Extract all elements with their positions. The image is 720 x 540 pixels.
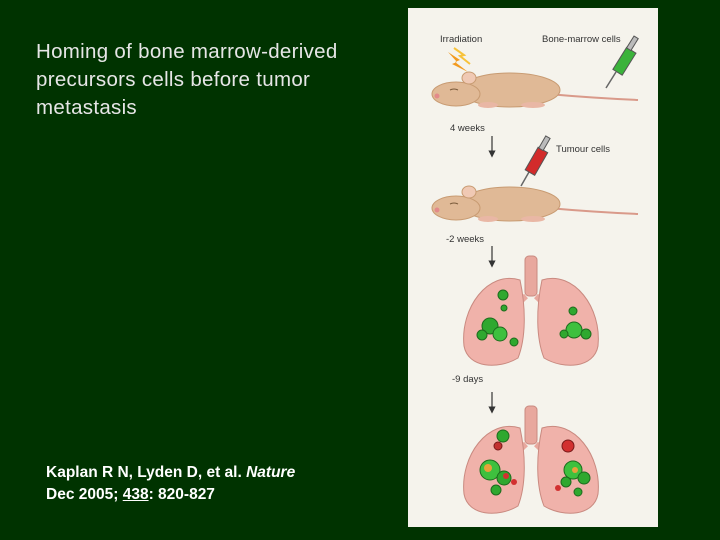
- mouse-1: [431, 71, 639, 108]
- citation-date: Dec 2005;: [46, 486, 123, 503]
- label-bone-marrow-cells: Bone-marrow cells: [542, 34, 621, 45]
- citation-authors: Kaplan R N, Lyden D, et al.: [46, 464, 247, 481]
- citation-journal: Nature: [246, 464, 296, 481]
- label-irradiation: Irradiation: [440, 34, 482, 45]
- citation: Kaplan R N, Lyden D, et al. Nature Dec 2…: [46, 462, 295, 506]
- label-minus-2-weeks: -2 weeks: [446, 234, 484, 245]
- citation-volume: 438: [122, 486, 149, 503]
- mouse-2: [431, 185, 639, 222]
- label-4-weeks: 4 weeks: [450, 123, 485, 134]
- label-minus-9-days: -9 days: [452, 374, 483, 385]
- label-tumour-cells: Tumour cells: [556, 144, 610, 155]
- lungs-premetastatic: [463, 255, 599, 366]
- syringe-red-icon: [520, 135, 551, 187]
- lungs-metastatic: [463, 405, 599, 514]
- figure-panel: Irradiation Bone-marrow cells 4 weeks Tu…: [408, 8, 658, 527]
- figure-diagram: Irradiation Bone-marrow cells 4 weeks Tu…: [431, 34, 639, 514]
- slide-title: Homing of bone marrow-derived precursors…: [36, 40, 338, 119]
- citation-pages: : 820-827: [148, 486, 215, 503]
- syringe-green-icon: [605, 35, 639, 89]
- lightning-icon: [448, 47, 471, 72]
